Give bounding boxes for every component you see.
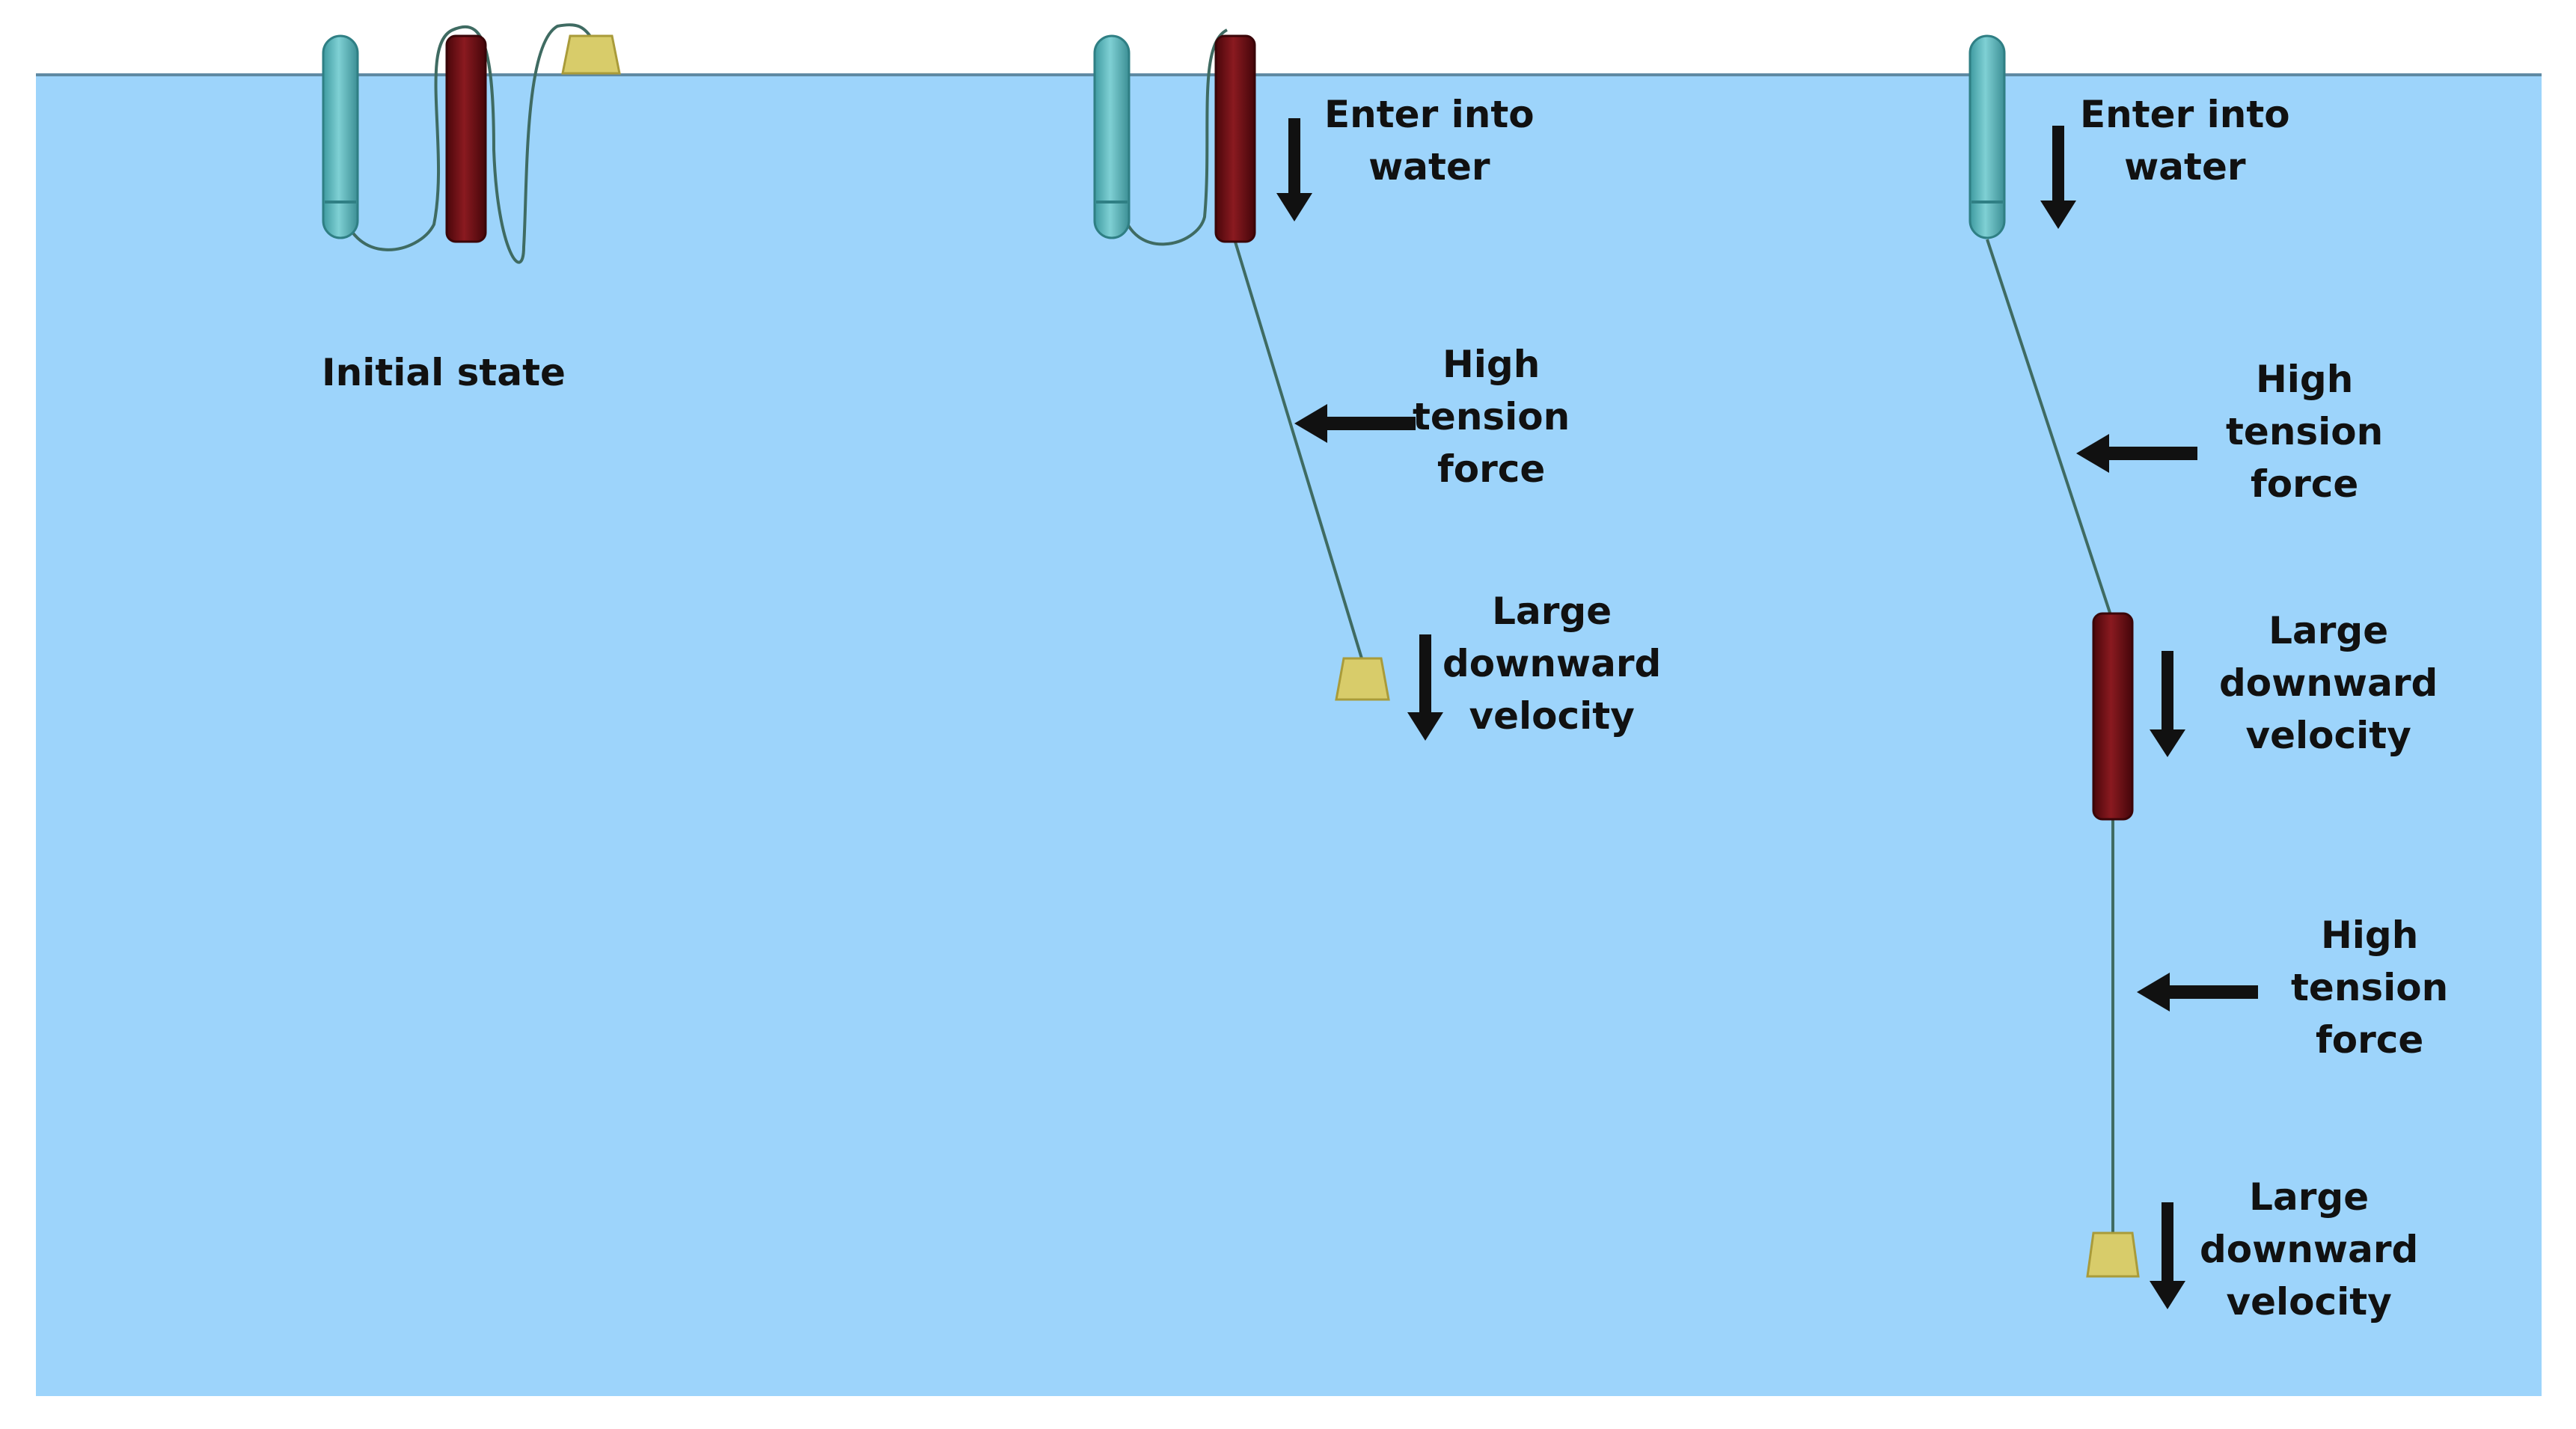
anchor-weight: [1335, 657, 1390, 701]
anchor-weight: [561, 34, 621, 75]
downward-velocity-label: Large downward velocity: [2219, 609, 2438, 757]
tether-line: [1121, 28, 1229, 246]
arrow-down-icon: [1276, 118, 1312, 221]
stage-initial: [322, 23, 621, 264]
stage-three: [1968, 34, 2258, 1309]
heavy-cylinder: [2092, 612, 2134, 821]
arrow-down-icon: [2150, 651, 2185, 757]
heavy-cylinder: [445, 34, 487, 243]
high-tension-label: High tension force: [2291, 914, 2449, 1062]
arrow-left-icon: [1294, 404, 1416, 443]
enter-water-label: Enter into water: [1324, 93, 1535, 189]
tether-line: [1986, 239, 2113, 618]
downward-velocity-label: Large downward velocity: [2200, 1175, 2419, 1324]
float-buoy: [1093, 34, 1131, 239]
float-buoy: [1968, 34, 2006, 239]
high-tension-label: High tension force: [1413, 343, 1570, 491]
tether-line: [339, 23, 593, 264]
arrow-down-icon: [2040, 126, 2076, 229]
heavy-cylinder: [1214, 34, 1256, 243]
downward-velocity-label: Large downward velocity: [1443, 590, 1662, 738]
enter-water-label: Enter into water: [2080, 93, 2290, 189]
stage-two: [1093, 28, 1443, 741]
high-tension-label: High tension force: [2226, 358, 2384, 506]
float-buoy: [322, 34, 359, 239]
tether-line: [1233, 239, 1363, 659]
anchor-weight: [2086, 1231, 2140, 1278]
arrow-down-icon: [2150, 1202, 2185, 1309]
arrow-left-icon: [2076, 434, 2197, 473]
initial-state-caption: Initial state: [322, 351, 566, 394]
arrow-down-icon: [1407, 634, 1443, 741]
arrow-left-icon: [2137, 973, 2258, 1012]
